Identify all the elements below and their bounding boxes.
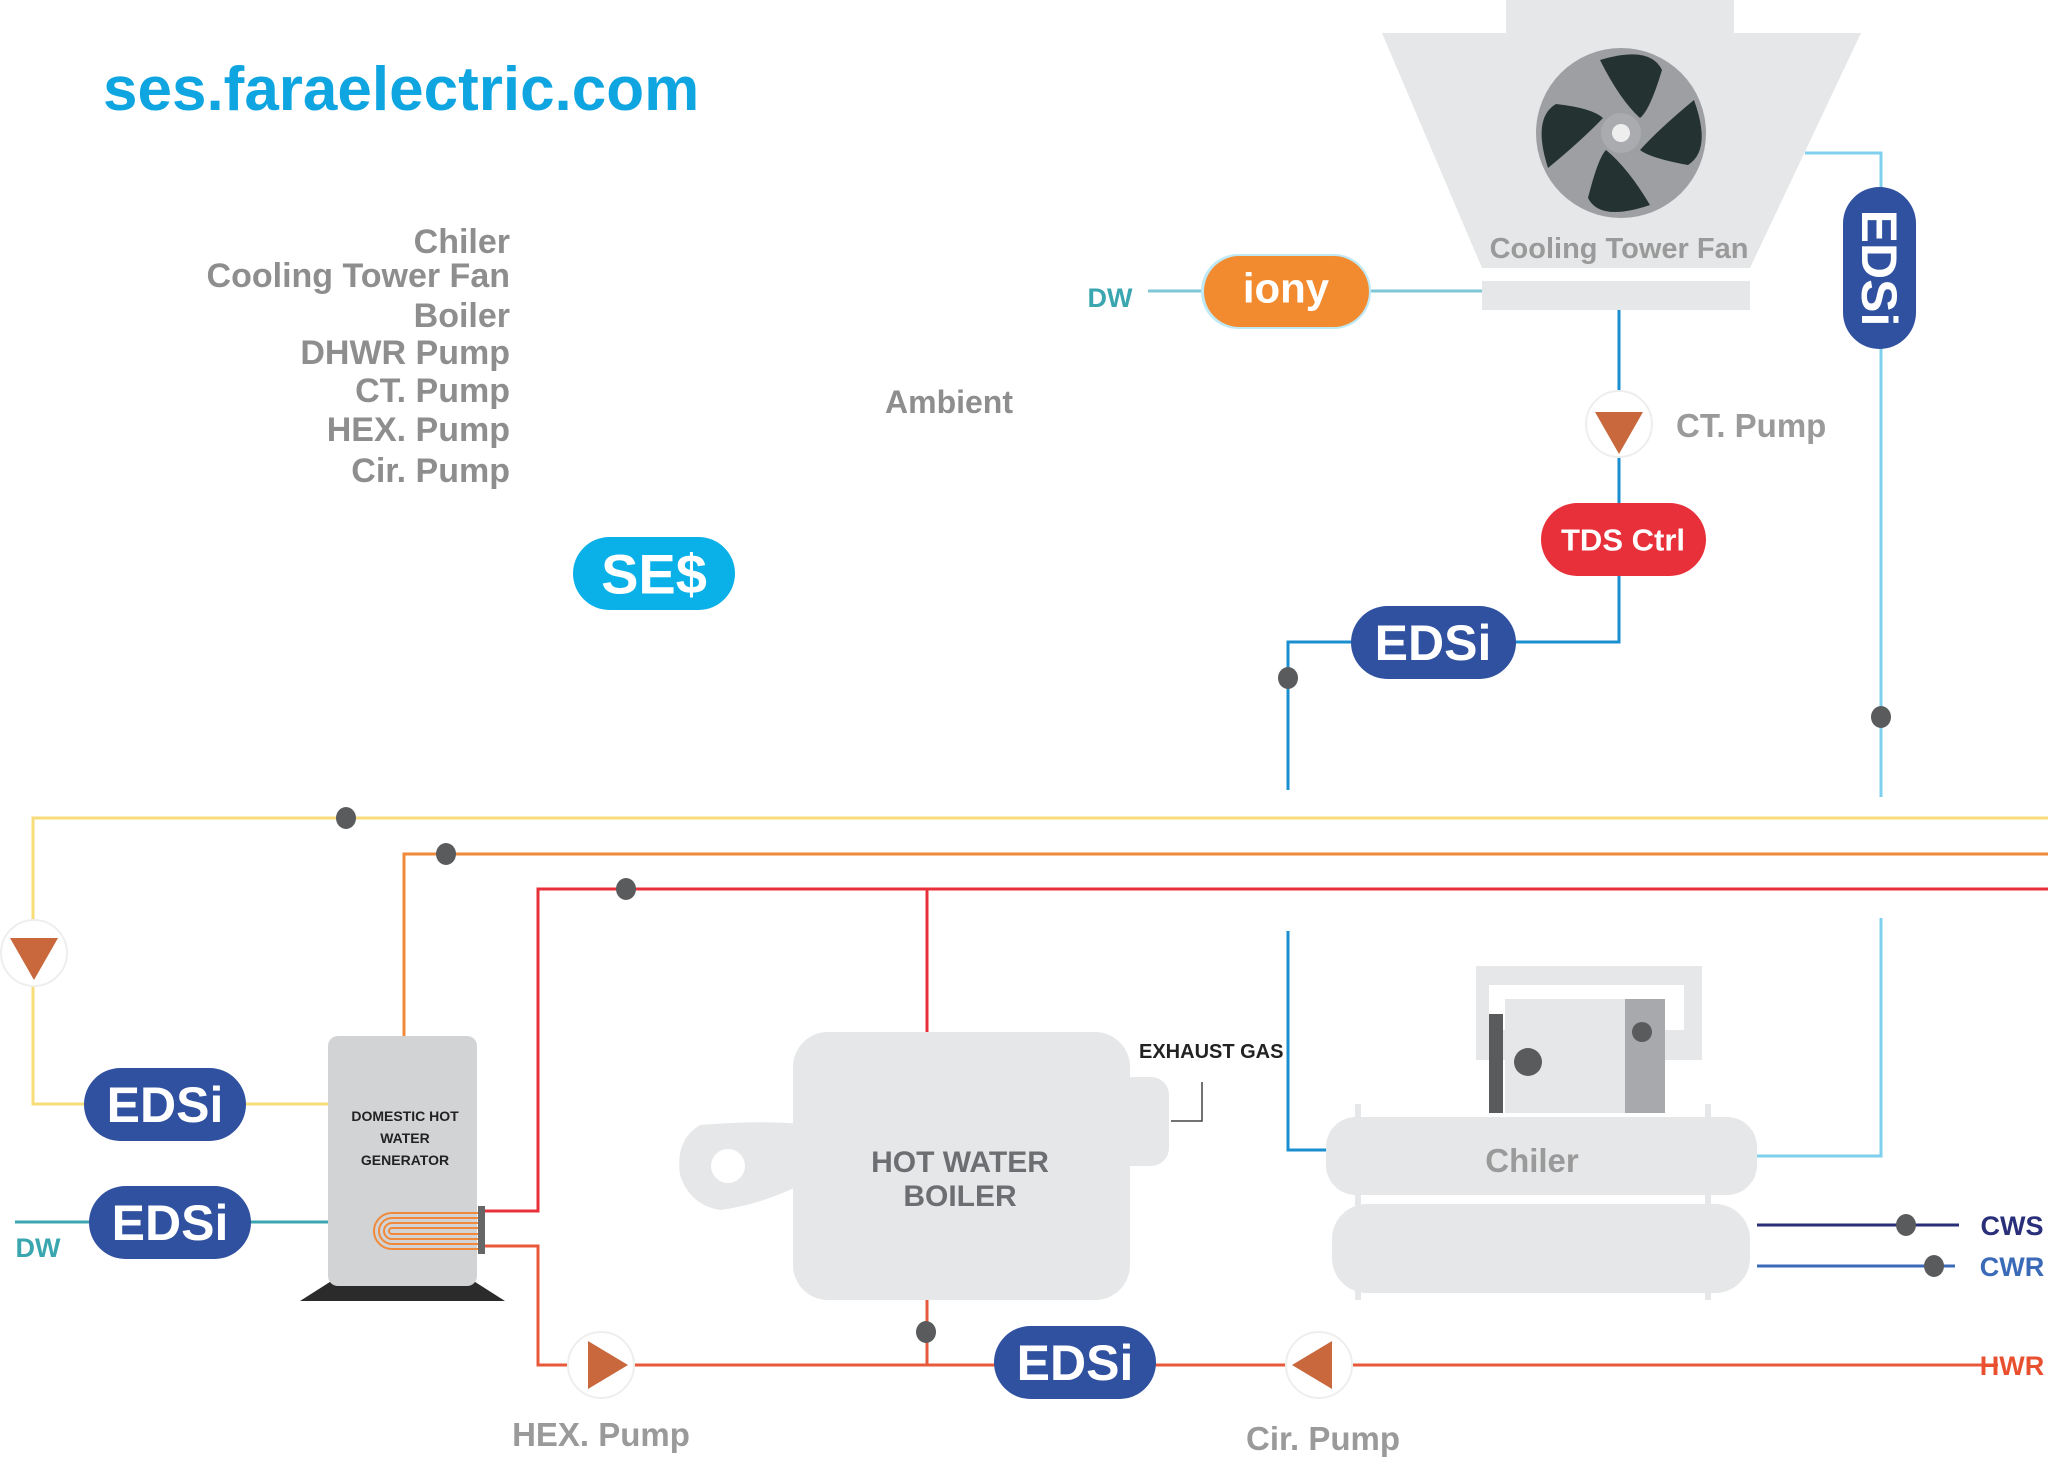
edsi-label: EDSi bbox=[107, 1077, 224, 1133]
legend-item: Cooling Tower Fan bbox=[207, 257, 510, 295]
fan-icon bbox=[1536, 48, 1706, 218]
legend-item: CT. Pump bbox=[355, 372, 510, 410]
valve-icon[interactable] bbox=[616, 878, 636, 900]
domestic-hot-water-generator[interactable]: DOMESTIC HOT WATER GENERATOR bbox=[300, 1036, 505, 1301]
cwr-label: CWR bbox=[1980, 1252, 2044, 1282]
tds-ctrl[interactable]: TDS Ctrl bbox=[1541, 503, 1706, 576]
hex-pump-label: HEX. Pump bbox=[512, 1416, 690, 1453]
edsi-vertical[interactable]: EDSi bbox=[1843, 187, 1916, 349]
hwr-label: HWR bbox=[1980, 1351, 2044, 1381]
dw-label-left: DW bbox=[16, 1233, 61, 1263]
cir-pump[interactable] bbox=[1285, 1331, 1353, 1399]
site-title[interactable]: ses.faraelectric.com bbox=[103, 55, 699, 124]
pump-down-icon bbox=[1595, 412, 1643, 454]
heating-coil-icon bbox=[373, 1212, 480, 1250]
tds-ctrl-label: TDS Ctrl bbox=[1561, 523, 1685, 558]
boiler-label-line1: HOT WATER bbox=[871, 1146, 1049, 1179]
iony-unit[interactable]: iony bbox=[1201, 254, 1371, 329]
ct-pump-label: CT. Pump bbox=[1676, 407, 1826, 444]
dhwg-label-line1: DOMESTIC HOT bbox=[351, 1108, 459, 1124]
edsi-hwr[interactable]: EDSi bbox=[994, 1326, 1156, 1399]
edsi-label: EDSi bbox=[1017, 1335, 1134, 1391]
exhaust-gas-label: EXHAUST GAS bbox=[1139, 1041, 1283, 1063]
dhwg-label-line2: WATER bbox=[380, 1130, 430, 1146]
chiller-cond-in-pipe bbox=[1286, 931, 1326, 1152]
exhaust-leader bbox=[1171, 1082, 1203, 1122]
valve-icon[interactable] bbox=[916, 1321, 936, 1343]
cws-label: CWS bbox=[1981, 1211, 2044, 1241]
pump-left-icon bbox=[1292, 1341, 1332, 1389]
ses-badge[interactable]: SE$ bbox=[573, 537, 735, 610]
legend-item: DHWR Pump bbox=[300, 334, 510, 372]
legend-item: Boiler bbox=[414, 297, 510, 335]
edsi-label: EDSi bbox=[112, 1195, 229, 1251]
chiller[interactable]: Chiler bbox=[1326, 966, 1757, 1300]
hot-water-boiler[interactable]: HOT WATER BOILER bbox=[679, 1032, 1169, 1300]
legend-item: HEX. Pump bbox=[327, 411, 510, 449]
cooling-tower-basin bbox=[1482, 281, 1750, 310]
cooling-tower[interactable]: Cooling Tower Fan bbox=[1382, 0, 1861, 310]
valve-icon[interactable] bbox=[1924, 1255, 1944, 1277]
cir-pump-label: Cir. Pump bbox=[1246, 1420, 1400, 1457]
dhwg-label-line3: GENERATOR bbox=[361, 1152, 449, 1168]
edsi-ct[interactable]: EDSi bbox=[1351, 606, 1516, 679]
dw-label-top: DW bbox=[1088, 283, 1133, 313]
chiller-cond-out-pipe bbox=[1757, 918, 1883, 1158]
pump-right-icon bbox=[588, 1341, 628, 1389]
legend: Chiler Cooling Tower Fan Boiler DHWR Pum… bbox=[207, 223, 510, 490]
ct-pump[interactable] bbox=[1585, 390, 1653, 458]
pump-down-icon bbox=[10, 938, 58, 980]
valve-icon[interactable] bbox=[1871, 706, 1891, 728]
valves bbox=[336, 667, 1944, 1343]
hwr-pipe bbox=[483, 1244, 1998, 1367]
hex-pump[interactable] bbox=[567, 1331, 635, 1399]
valve-icon[interactable] bbox=[436, 843, 456, 865]
edsi-label: EDSi bbox=[1375, 615, 1492, 671]
cw-return-pipe bbox=[1805, 151, 1883, 797]
legend-item: Chiler bbox=[414, 223, 510, 261]
cooling-tower-label: Cooling Tower Fan bbox=[1490, 233, 1749, 265]
chiller-label: Chiler bbox=[1485, 1142, 1579, 1179]
ses-badge-label: SE$ bbox=[601, 543, 707, 606]
legend-item: Cir. Pump bbox=[351, 452, 510, 490]
edsi-dw[interactable]: EDSi bbox=[89, 1186, 251, 1259]
valve-icon[interactable] bbox=[336, 807, 356, 829]
valve-icon[interactable] bbox=[1278, 667, 1298, 689]
boiler-label-line2: BOILER bbox=[903, 1180, 1017, 1213]
edsi-label: EDSi bbox=[1851, 210, 1907, 327]
iony-label: iony bbox=[1243, 265, 1330, 312]
hot-water-supply-pipe bbox=[483, 887, 2048, 1213]
ambient-label: Ambient bbox=[885, 384, 1013, 420]
edsi-dhw-loop[interactable]: EDSi bbox=[84, 1068, 246, 1141]
orange-pipe bbox=[402, 852, 2048, 1036]
dhwr-pump[interactable] bbox=[0, 919, 68, 987]
valve-icon[interactable] bbox=[1896, 1214, 1916, 1236]
